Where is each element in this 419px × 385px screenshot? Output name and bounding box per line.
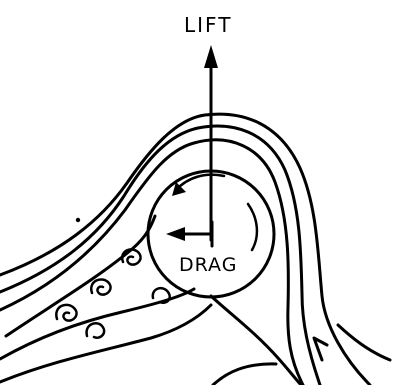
wake-line-right [209, 294, 303, 385]
streamline-1 [0, 138, 305, 385]
streamline-4 [4, 214, 157, 338]
dust-dot [75, 217, 81, 223]
lift-arrow-head [204, 45, 218, 68]
streamline-6 [0, 303, 213, 384]
drag-arrow-head [166, 227, 185, 241]
lift-arrow [204, 45, 218, 242]
circulation-arrows [172, 173, 259, 252]
circulation-arc-right [246, 202, 259, 252]
vortex-5 [85, 322, 106, 339]
streamlines [0, 112, 392, 385]
outer-flow-line [336, 323, 392, 362]
drag-arrow [166, 220, 214, 248]
vortex-3 [151, 286, 171, 304]
drag-label: DRAG [179, 254, 238, 276]
lift-label: LIFT [184, 13, 233, 37]
streamline-2 [0, 124, 322, 385]
vortex-2 [90, 278, 112, 296]
outer-flow-arrow [312, 336, 329, 362]
circulation-arrow-head [172, 182, 186, 196]
streamline-3 [0, 112, 372, 385]
wake-vortices [55, 248, 171, 339]
vortex-1 [120, 248, 142, 266]
streamline-5 [0, 287, 196, 361]
vortex-4 [55, 303, 78, 322]
lower-curve [211, 362, 278, 385]
